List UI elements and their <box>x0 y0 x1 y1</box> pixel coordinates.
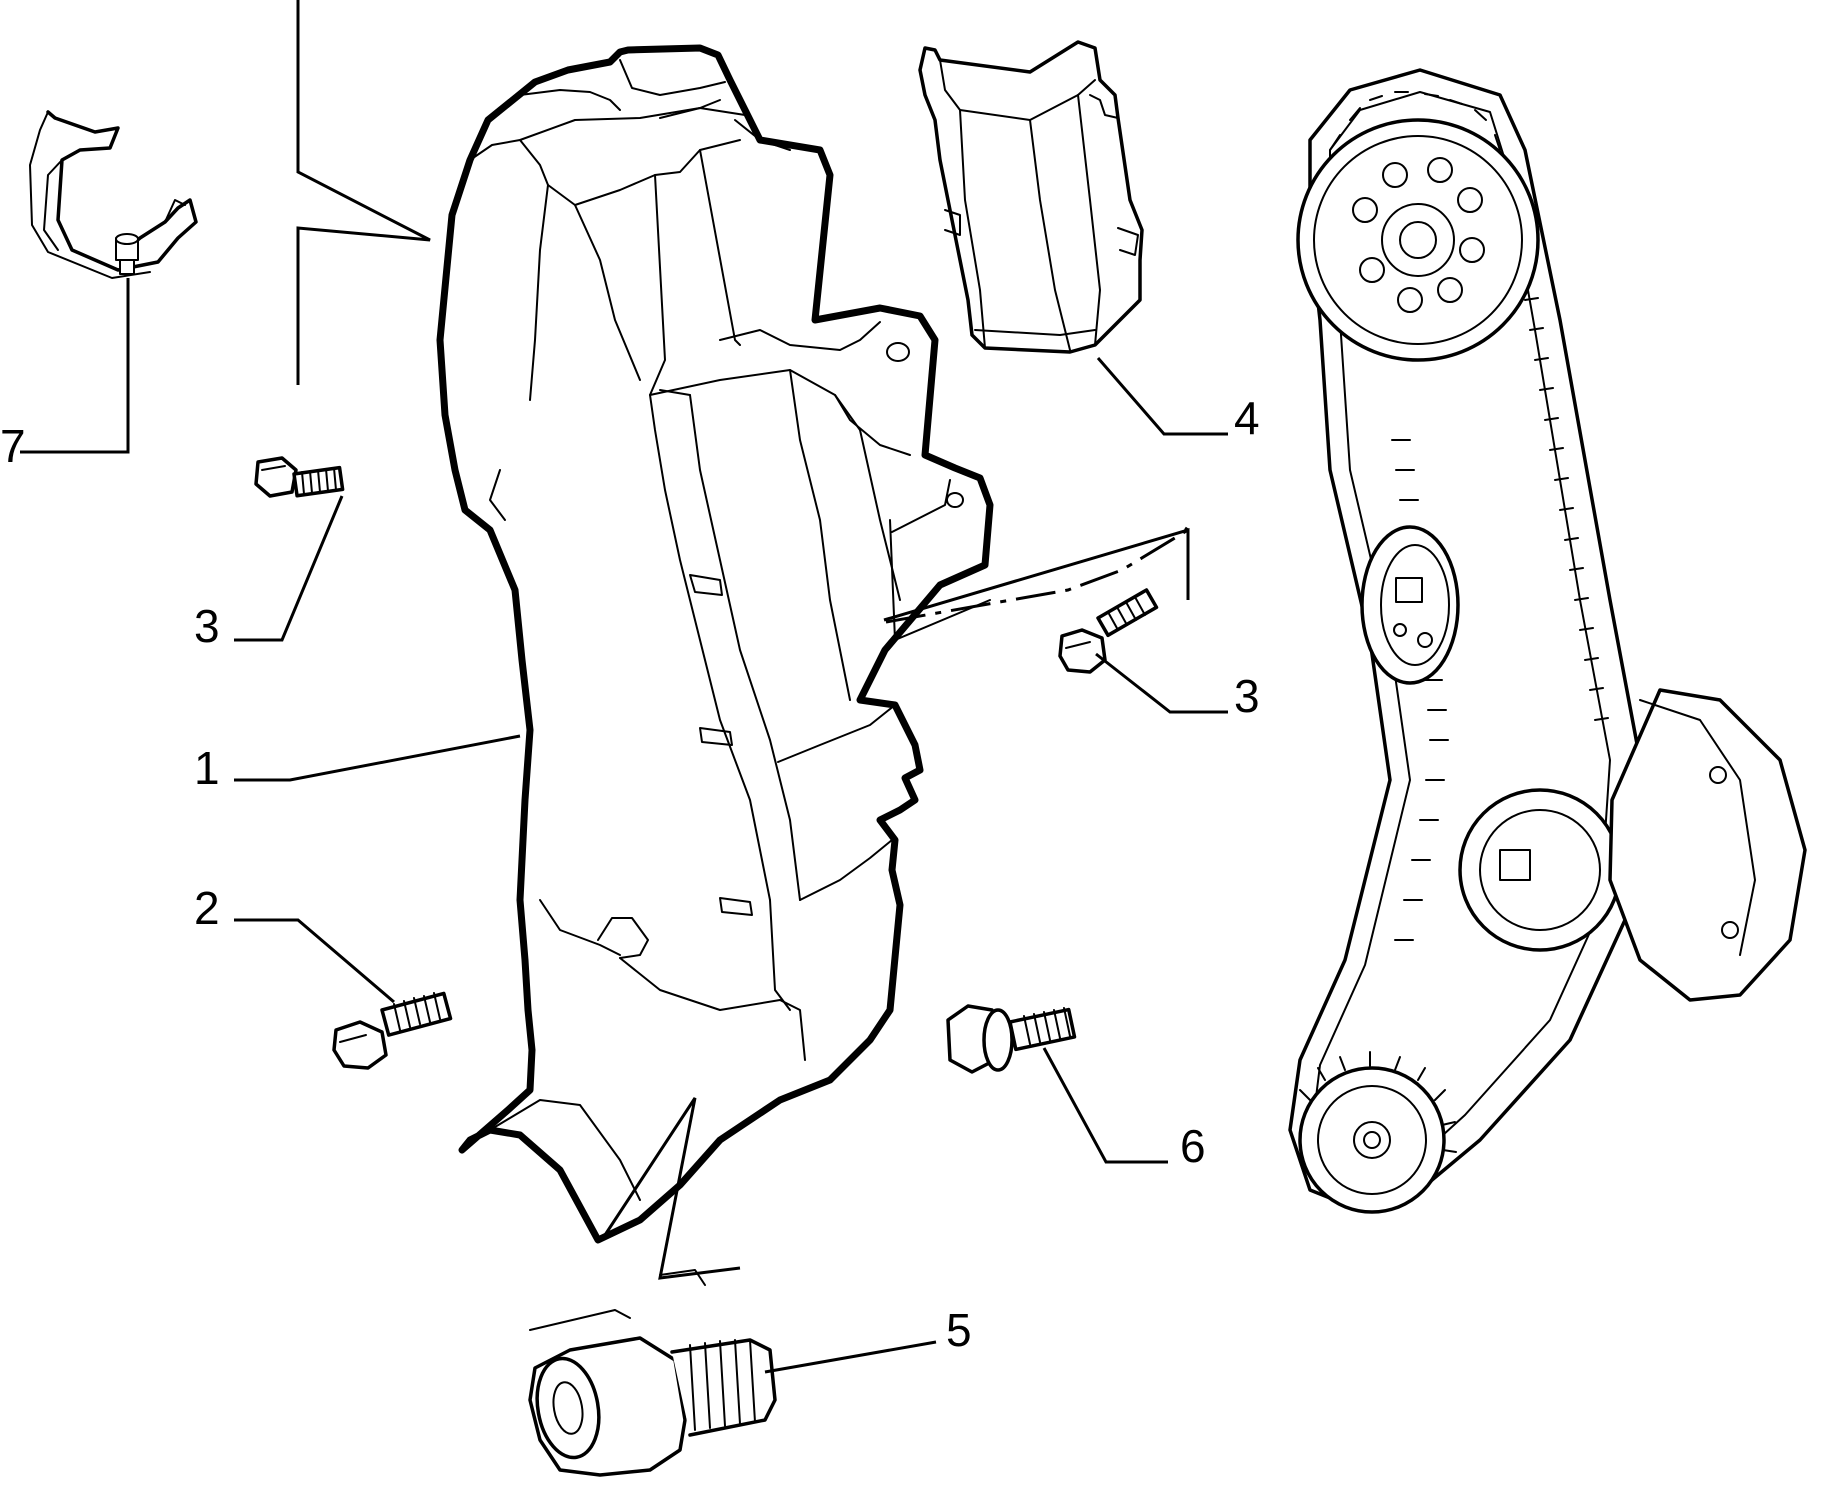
callout-2: 2 <box>194 882 220 934</box>
leader-section-marker <box>296 0 431 385</box>
leader-6 <box>1042 1047 1168 1164</box>
part-4-upper-cover-piece <box>918 40 1144 354</box>
timing-belt-assembly <box>1288 68 1807 1214</box>
leader-1 <box>234 734 521 782</box>
part-1-timing-cover <box>436 44 994 1244</box>
callout-5: 5 <box>946 1304 972 1356</box>
callout-1: 1 <box>194 742 220 794</box>
leader-2 <box>234 918 395 1004</box>
part-3-bolt-upper-left <box>254 456 345 498</box>
leader-4 <box>1096 357 1228 436</box>
part-2-bolt <box>332 991 453 1070</box>
leader-5 <box>764 1340 937 1374</box>
part-6-flange-bolt <box>946 1004 1077 1074</box>
leader-section-marker-lower <box>603 1097 741 1280</box>
callout-3-right: 3 <box>1234 670 1260 722</box>
centerline <box>885 528 1189 624</box>
leader-3b <box>1095 652 1228 714</box>
callout-labels: 7 3 1 2 4 3 6 5 <box>0 392 1260 1356</box>
callout-4: 4 <box>1234 392 1260 444</box>
callout-3-left: 3 <box>194 600 220 652</box>
part-7-clamp-bracket <box>29 110 198 279</box>
part-3-bolt-right <box>1058 588 1159 674</box>
leader-7 <box>20 278 130 454</box>
leader-3a <box>234 495 344 642</box>
callout-6: 6 <box>1180 1120 1206 1172</box>
leader-lines <box>20 0 1228 1374</box>
callout-7: 7 <box>0 420 26 472</box>
part-5-threaded-spacer <box>528 1269 777 1477</box>
